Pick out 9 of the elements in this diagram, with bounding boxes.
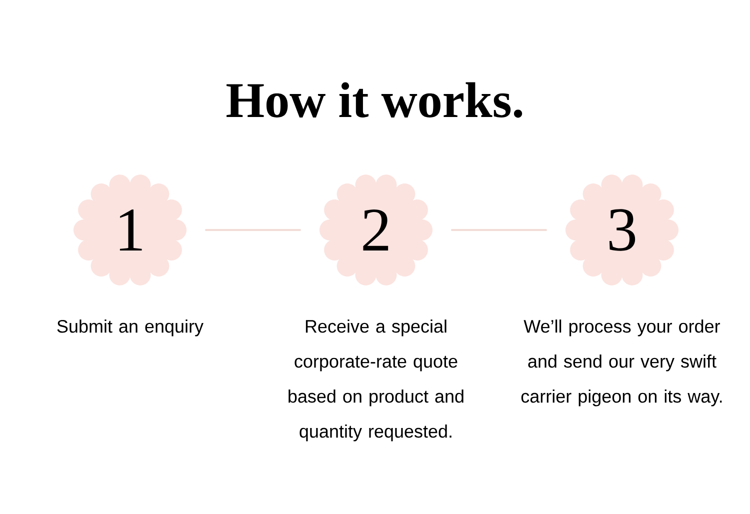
scalloped-badge: 3 xyxy=(566,174,678,286)
step-description: Receive a special corporate-rate quote based on product and quantity requested. xyxy=(288,320,464,442)
scalloped-badge: 1 xyxy=(74,174,186,286)
step-description: Submit an enquiry xyxy=(57,320,204,336)
scalloped-badge: 2 xyxy=(320,174,432,286)
step-description: We’ll process your order and send our very swift carrier pigeon on its way. xyxy=(521,320,722,406)
connector-line xyxy=(451,229,547,231)
title: How it works. xyxy=(226,82,522,118)
connector-line xyxy=(205,229,301,231)
